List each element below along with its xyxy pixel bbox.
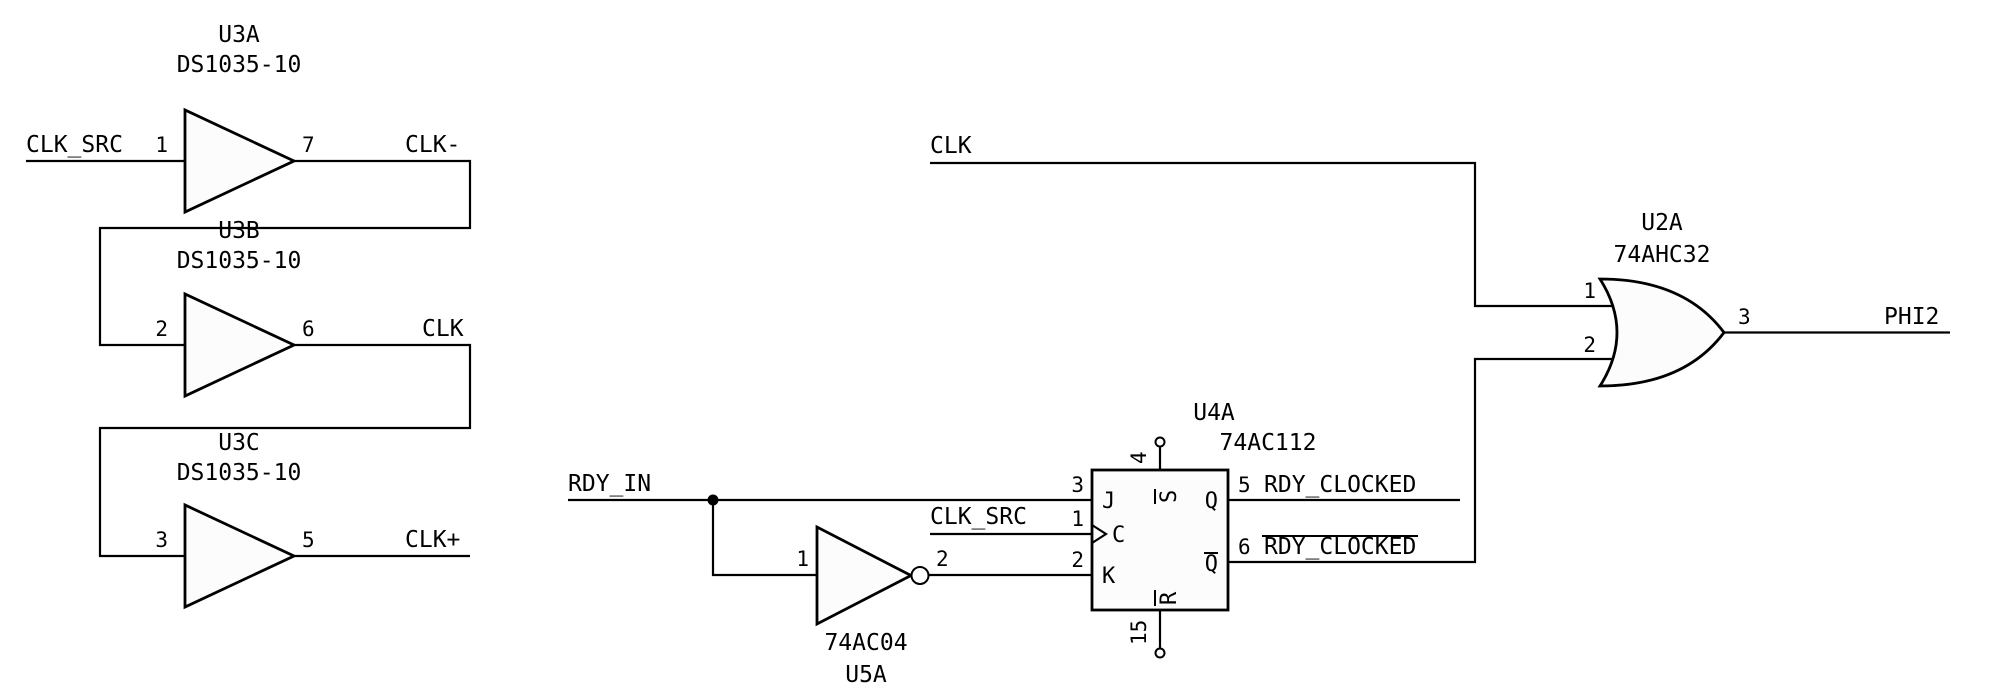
u2a-value: 74AHC32 — [1614, 242, 1711, 268]
u4a-pin-qbar-number: 6 — [1238, 535, 1251, 559]
net-label-rdy-in[interactable]: RDY_IN — [568, 471, 651, 497]
u4a-j-name: J — [1102, 489, 1115, 514]
component-u5a[interactable]: 1 2 74AC04 U5A — [796, 524, 949, 688]
u4a-pin-reset-number: 15 — [1127, 620, 1151, 645]
u3c-buffer-body — [183, 502, 298, 610]
u4a-k-name: K — [1102, 564, 1116, 589]
u3a-ref: U3A — [218, 22, 260, 48]
u3a-pin-in-number: 1 — [155, 133, 168, 157]
wire-rdy-clocked-inv[interactable] — [1228, 357, 1614, 564]
component-u3b[interactable]: U3B DS1035-10 2 6 — [155, 218, 315, 399]
u4a-q-name: Q — [1205, 489, 1218, 514]
net-label-phi2[interactable]: PHI2 — [1884, 304, 1939, 330]
component-u3c[interactable]: U3C DS1035-10 3 5 — [155, 430, 315, 610]
u4a-clock-triangle — [1091, 524, 1109, 544]
u5a-pin-out-number: 2 — [936, 547, 949, 571]
u4a-reset-name: R — [1157, 591, 1182, 605]
u2a-pin-in1-number: 1 — [1583, 279, 1596, 303]
u3c-pin-out-number: 5 — [302, 528, 315, 552]
u4a-value: 74AC112 — [1220, 430, 1317, 456]
u4a-clk-name: C — [1112, 523, 1125, 548]
net-label-rdy-clocked-inv-group[interactable]: RDY_CLOCKED — [1262, 534, 1418, 560]
u3b-ref: U3B — [218, 218, 260, 244]
wires — [26, 159, 1950, 577]
net-label-rdy-clocked[interactable]: RDY_CLOCKED — [1264, 472, 1416, 498]
component-u2a[interactable]: U2A 74AHC32 1 2 3 — [1583, 210, 1751, 388]
u2a-pin-in2-number: 2 — [1583, 333, 1596, 357]
u3a-pin-out-number: 7 — [302, 133, 315, 157]
u3b-buffer-body — [183, 291, 298, 399]
net-label-clk-src-mid[interactable]: CLK_SRC — [930, 504, 1027, 530]
u4a-pin-clk-number: 1 — [1071, 507, 1084, 531]
wire-rdy-in-branch[interactable] — [711, 500, 817, 577]
u4a-qbar-name: Q — [1205, 552, 1218, 577]
u3b-pin-in-number: 2 — [155, 317, 168, 341]
u3c-value: DS1035-10 — [177, 460, 302, 486]
net-labels: CLK_SRC CLK- CLK CLK+ CLK RDY_IN CLK_SRC… — [26, 132, 1939, 560]
u4a-reset-open-end — [1154, 647, 1166, 659]
u5a-value: 74AC04 — [824, 630, 907, 656]
u4a-set-open-end — [1154, 436, 1166, 448]
u3a-value: DS1035-10 — [177, 52, 302, 78]
wire-clk[interactable] — [98, 343, 472, 558]
u2a-or-body — [1597, 277, 1726, 388]
u5a-inverter-body — [815, 524, 915, 627]
u4a-pin-j-number: 3 — [1071, 473, 1084, 497]
u4a-pin-set-number: 4 — [1127, 451, 1151, 464]
u5a-ref: U5A — [845, 662, 887, 688]
net-label-clk-plus[interactable]: CLK+ — [405, 527, 460, 553]
u5a-pin-in-number: 1 — [796, 547, 809, 571]
u3b-pin-out-number: 6 — [302, 317, 315, 341]
net-label-clk-minus[interactable]: CLK- — [405, 132, 460, 158]
u3a-buffer-body — [183, 107, 298, 215]
net-label-clk[interactable]: CLK — [422, 316, 464, 342]
u4a-set-name: S — [1157, 490, 1182, 503]
u3c-pin-in-number: 3 — [155, 528, 168, 552]
wire-clk-top[interactable] — [930, 161, 1614, 308]
net-label-clk-src-left[interactable]: CLK_SRC — [26, 132, 123, 158]
junction-dot — [707, 494, 719, 506]
u2a-ref: U2A — [1641, 210, 1683, 236]
component-u3a[interactable]: U3A DS1035-10 1 7 — [155, 22, 315, 215]
u5a-inverter-bubble — [910, 566, 930, 585]
u4a-pin-q-number: 5 — [1238, 473, 1251, 497]
u4a-pin-k-number: 2 — [1071, 548, 1084, 572]
u2a-pin-out-number: 3 — [1738, 305, 1751, 329]
u4a-ref: U4A — [1193, 400, 1235, 426]
wire-clk-minus[interactable] — [98, 159, 472, 347]
component-u4a[interactable]: U4A 74AC112 4 S 15 R 3 J 1 C 2 K 5 Q 6 Q — [1071, 400, 1317, 659]
u3c-ref: U3C — [218, 430, 260, 456]
net-label-rdy-clocked-inv: RDY_CLOCKED — [1264, 534, 1416, 560]
net-label-clk-top[interactable]: CLK — [930, 133, 972, 159]
u3b-value: DS1035-10 — [177, 248, 302, 274]
